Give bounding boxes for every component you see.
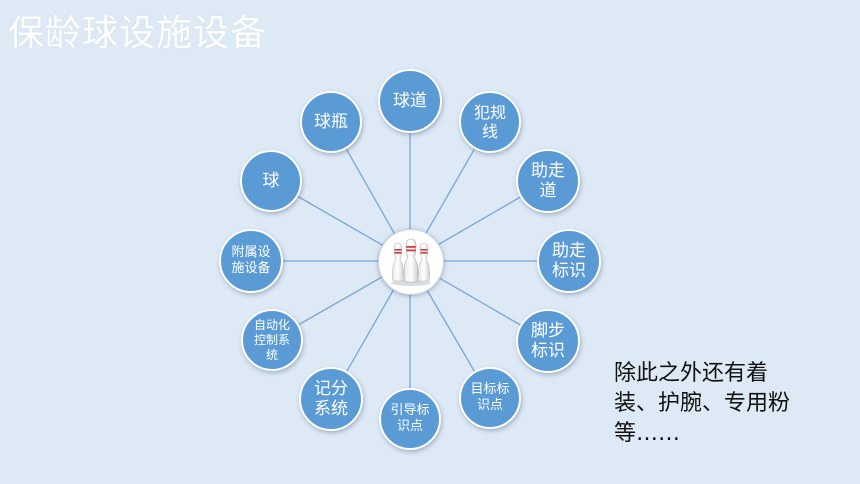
hub-center — [378, 229, 444, 295]
node-ball: 球 — [240, 150, 302, 212]
bowling-pins-icon — [391, 238, 431, 286]
node-target-spots: 目标标 识点 — [459, 367, 521, 429]
node-pins: 球瓶 — [300, 91, 362, 153]
node-automation-system: 自动化 控制系 统 — [241, 309, 303, 371]
node-scoring-system: 记分 系统 — [299, 367, 363, 431]
node-foot-marks: 脚步 标识 — [516, 309, 580, 373]
node-approach-marks: 助走 标识 — [537, 229, 601, 293]
node-auxiliary-equipment: 附属设 施设备 — [219, 229, 283, 293]
node-lane: 球道 — [378, 69, 442, 133]
page-title: 保龄球设施设备 — [8, 13, 268, 54]
node-approach: 助走 道 — [516, 149, 580, 213]
node-foul-line: 犯规 线 — [459, 91, 521, 153]
equipment-note: 除此之外还有着装、护腕、专用粉等…… — [614, 361, 791, 446]
node-guide-spots: 引导标 识点 — [379, 388, 441, 450]
